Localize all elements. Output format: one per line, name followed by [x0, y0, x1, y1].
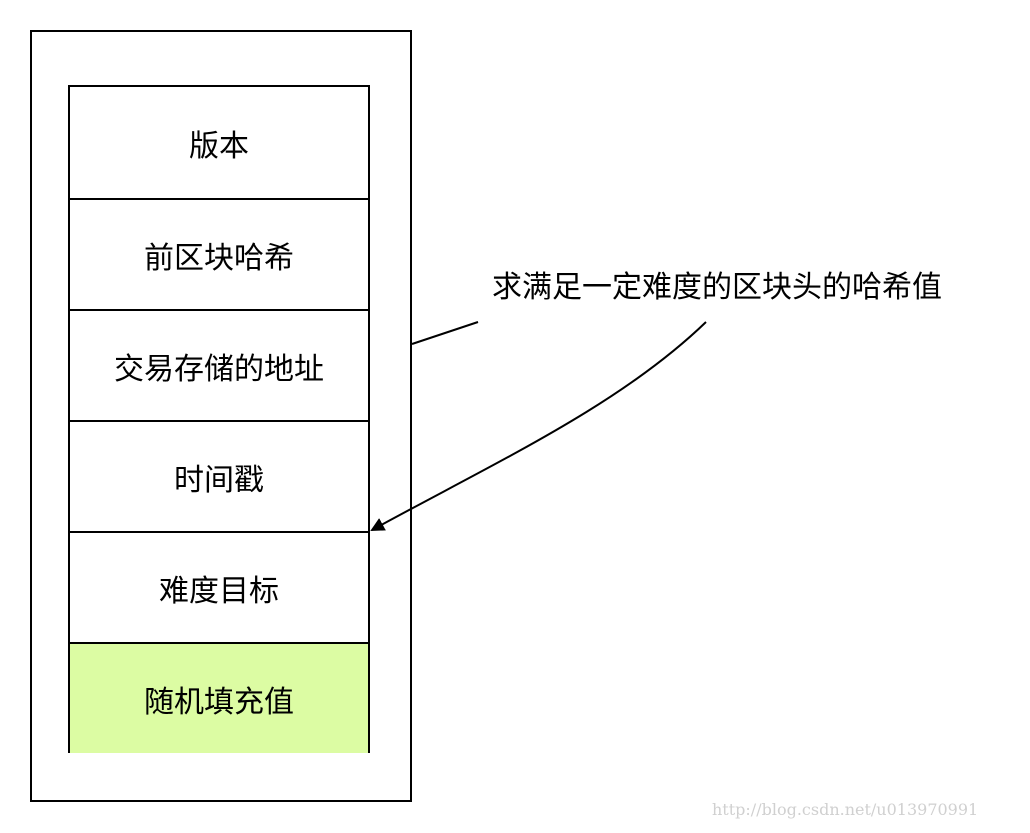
callout-arrow: [370, 321, 707, 531]
field-difficulty-target: 难度目标: [70, 531, 368, 642]
field-tx-storage-address: 交易存储的地址: [70, 309, 368, 420]
field-timestamp-label: 时间戳: [174, 462, 264, 498]
callout-label: 求满足一定难度的区块头的哈希值: [488, 262, 946, 306]
bracket-connector-line: [411, 321, 479, 345]
block-header-fields: 版本 前区块哈希 交易存储的地址 时间戳 难度目标 随机填充值: [68, 85, 370, 753]
field-difficulty-target-label: 难度目标: [159, 573, 279, 609]
field-timestamp: 时间戳: [70, 420, 368, 531]
field-prev-block-hash: 前区块哈希: [70, 198, 368, 309]
block-header-frame: [30, 30, 412, 802]
field-version-label: 版本: [189, 128, 249, 164]
watermark-text: http://blog.csdn.net/u013970991: [712, 800, 979, 819]
field-nonce-label: 随机填充值: [144, 684, 294, 720]
field-nonce: 随机填充值: [70, 642, 368, 753]
field-version: 版本: [70, 87, 368, 198]
field-tx-storage-address-label: 交易存储的地址: [114, 351, 324, 387]
field-prev-block-hash-label: 前区块哈希: [144, 240, 294, 276]
